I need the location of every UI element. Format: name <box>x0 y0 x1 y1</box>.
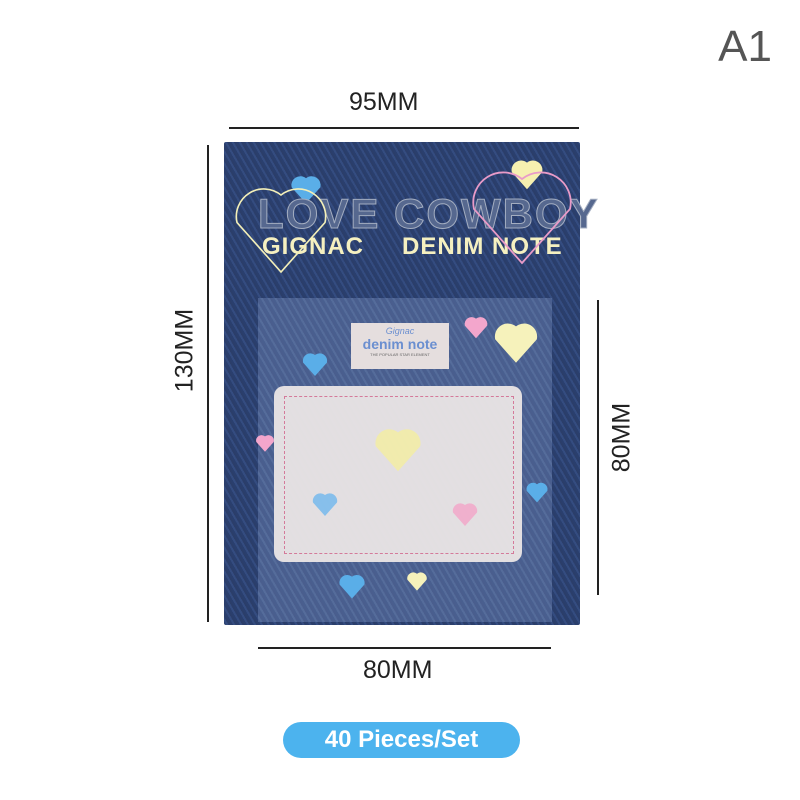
heart-icon <box>302 353 328 376</box>
heart-icon <box>407 572 427 591</box>
heart-icon <box>312 493 338 516</box>
outline-heading: LOVE COWBOY <box>258 190 600 238</box>
label-script: Gignac <box>385 326 415 336</box>
quantity-badge: 40 Pieces/Set <box>283 722 520 758</box>
label-subtitle: THE POPULAR STAR ELEMENT <box>370 352 430 357</box>
product-name-text: DENIM NOTE <box>402 233 563 260</box>
heart-icon <box>375 429 421 472</box>
sticky-note-pad <box>274 386 522 562</box>
stitched-border <box>284 396 514 554</box>
height-dimension-line <box>207 145 209 622</box>
heart-icon <box>339 574 365 599</box>
heart-icon <box>256 435 274 452</box>
variant-badge: A1 <box>718 22 772 71</box>
heart-icon <box>464 317 488 339</box>
label-title: denim note <box>362 336 438 352</box>
heart-icon <box>494 323 538 363</box>
note-height-label: 80MM <box>607 402 636 473</box>
note-width-dimension-line <box>258 647 551 649</box>
product-label: Gignac denim note THE POPULAR STAR ELEME… <box>351 323 449 369</box>
note-width-label: 80MM <box>363 656 433 684</box>
width-label: 95MM <box>349 88 419 116</box>
note-height-dimension-line <box>597 300 599 595</box>
heart-outline-icon <box>235 188 327 274</box>
height-label: 130MM <box>170 308 199 393</box>
heart-icon <box>526 482 548 503</box>
heart-outline-icon <box>472 171 572 265</box>
width-dimension-line <box>229 127 579 129</box>
heart-icon <box>452 503 478 526</box>
